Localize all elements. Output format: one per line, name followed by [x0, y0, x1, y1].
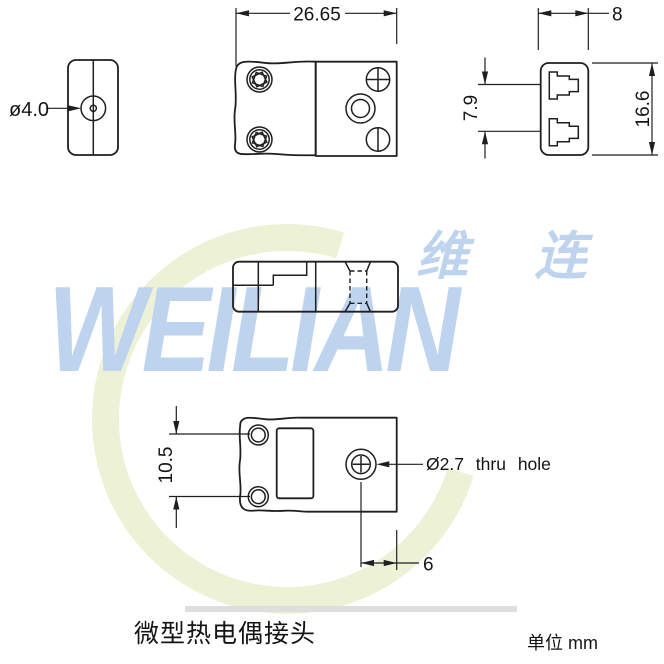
dim-contact-pitch: 7.9 — [461, 57, 541, 159]
center-hole-inner — [350, 98, 371, 119]
counterbored-hole-upper — [247, 424, 270, 446]
leader-arrowhead — [376, 461, 390, 468]
knurl-pattern — [251, 131, 268, 148]
view-side-section — [232, 260, 399, 313]
units-label: 单位 mm — [527, 633, 598, 653]
dim-arrowhead — [383, 10, 397, 17]
center-hole-outer — [345, 93, 376, 124]
dim-arrowhead — [173, 421, 180, 434]
dim-arrowhead — [383, 559, 397, 567]
dim-arrowhead — [236, 10, 249, 17]
thru-hole-outer — [345, 448, 377, 481]
cable-hole-inner-circle — [89, 104, 98, 113]
face-outline — [539, 62, 590, 156]
dim-arrowhead — [481, 71, 489, 85]
hole-inner — [250, 427, 266, 443]
boot-outline — [233, 60, 317, 157]
dim-mount-hole-spacing: 10.5 — [156, 406, 250, 528]
dim-arrowhead — [481, 131, 489, 145]
view-base: 10.5 Ø2.7 thru hole 6 — [156, 406, 551, 576]
contact-slot-lower — [548, 118, 580, 147]
view-socket-face: 8 7.9 16.6 — [461, 5, 658, 159]
dim-arrowhead — [648, 142, 656, 155]
knurl-pattern — [251, 71, 268, 88]
view-top: 26.65 — [233, 5, 398, 157]
dim-label-cable-hole: ø4.0 — [9, 99, 49, 121]
dim-cable-hole: ø4.0 — [9, 99, 82, 121]
dim-face-height: 16.6 — [592, 62, 658, 156]
dim-arrowhead — [575, 10, 589, 17]
knurled-screw-upper — [246, 66, 273, 93]
dim-arrowhead — [361, 559, 374, 567]
watermark-brand-latin: WEILIAN — [48, 261, 460, 397]
hole-outer — [247, 424, 270, 446]
contact-slot-upper — [548, 71, 580, 100]
dim-label-contact-pitch: 7.9 — [461, 95, 482, 121]
dim-face-width: 8 — [537, 5, 623, 50]
dim-label-mount-hole-spacing: 10.5 — [156, 447, 177, 484]
watermark-brand-chinese: 维 连 — [416, 228, 613, 286]
watermark-gray-band — [185, 606, 517, 612]
countersink-flare-lines — [344, 261, 372, 313]
dim-hole-to-edge: 6 — [360, 482, 434, 576]
body-outline-top — [314, 60, 398, 157]
slotted-screw — [365, 127, 391, 152]
dim-label-face-width: 8 — [612, 5, 623, 26]
knurl-pattern — [251, 71, 268, 88]
phillips-screw — [365, 67, 391, 92]
knurled-screw-inner — [249, 69, 270, 90]
thru-hole-inner — [350, 454, 372, 475]
knurled-screw-outer — [246, 126, 273, 153]
drawing-title: 微型热电偶接头 — [133, 620, 316, 648]
thru-hole-base — [345, 448, 377, 481]
dim-arrowhead — [538, 10, 552, 17]
base-window-opening — [275, 427, 315, 500]
knurled-screw-inner — [249, 129, 270, 150]
dim-arrowhead — [173, 496, 180, 510]
view-cable-end: ø4.0 — [9, 59, 119, 156]
dim-label-overall-length: 26.65 — [293, 5, 341, 26]
leader-arrowhead — [68, 105, 82, 112]
hidden-hole-lines — [349, 270, 368, 304]
counterbored-hole-lower — [247, 485, 270, 508]
base-body-outline — [238, 416, 398, 513]
knurl-pattern — [251, 131, 268, 148]
knurled-screw-outer — [246, 66, 273, 93]
dim-thru-hole-note: Ø2.7 thru hole — [376, 454, 551, 474]
center-hole-top — [345, 93, 376, 124]
thru-hole-note-label: Ø2.7 thru hole — [426, 454, 551, 474]
dim-label-hole-to-edge: 6 — [423, 555, 434, 576]
dim-overall-length: 26.65 — [235, 5, 398, 66]
side-step-line — [272, 261, 308, 286]
knurled-screw-lower — [246, 126, 273, 153]
dim-label-face-height: 16.6 — [633, 91, 654, 128]
hole-inner — [250, 489, 266, 505]
thru-hole-section — [344, 261, 372, 313]
dim-arrowhead — [648, 63, 656, 76]
